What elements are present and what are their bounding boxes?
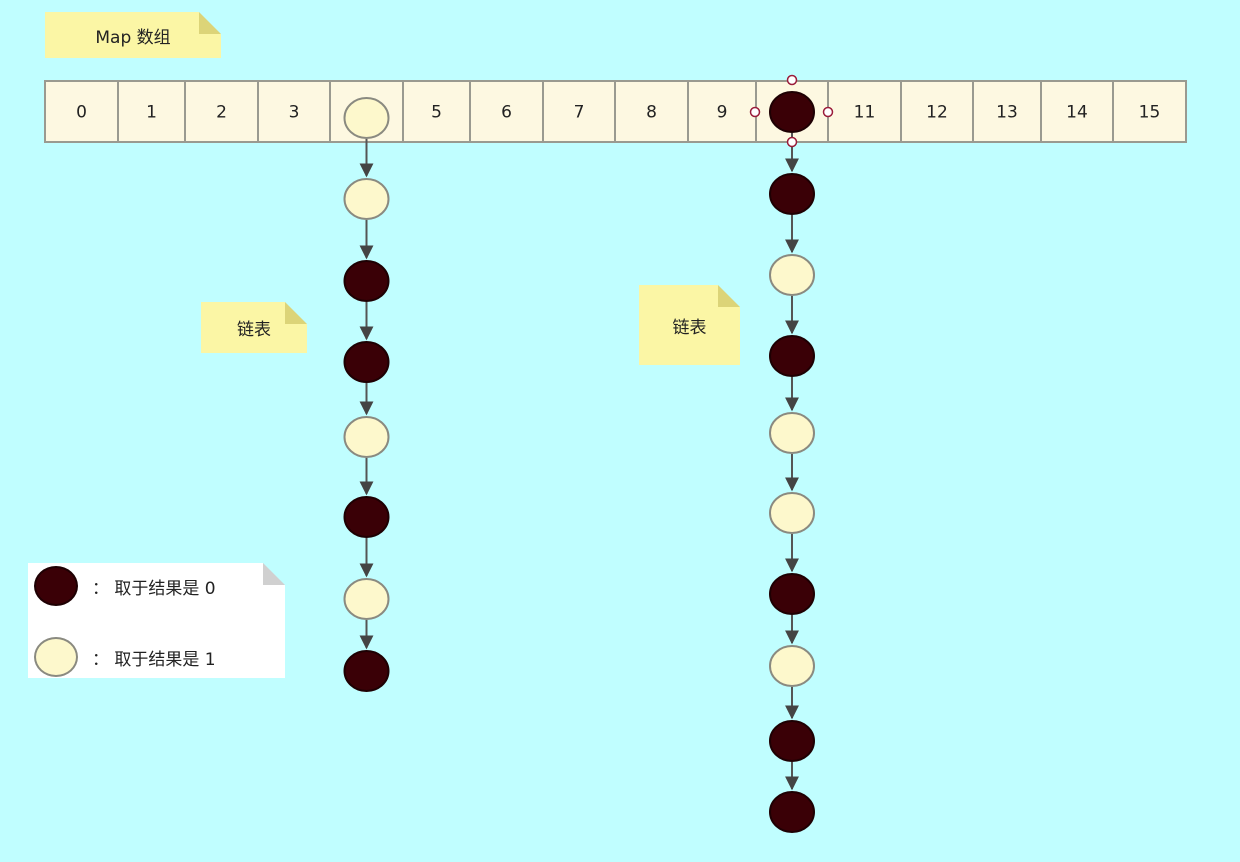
- array-cell-label-11: 11: [854, 103, 876, 123]
- light-node-swatch-icon: [34, 637, 78, 677]
- array-cell-1: [117, 80, 186, 143]
- array-cell-14: [1040, 80, 1114, 143]
- legend-item-0: ： 取于结果是 0: [34, 566, 216, 606]
- array-cell-12: [900, 80, 974, 143]
- selection-handle-3[interactable]: [822, 106, 834, 118]
- note-fold-icon: [718, 285, 740, 307]
- array-cell-label-9: 9: [717, 103, 728, 123]
- chain-0-node-1[interactable]: [343, 178, 390, 220]
- chain-layer: [343, 91, 815, 833]
- array-cell-label-13: 13: [996, 103, 1018, 123]
- array-cell-3: [257, 80, 331, 143]
- dark-node-swatch-icon: [34, 566, 78, 606]
- chain-0-node-3[interactable]: [343, 341, 390, 383]
- array-cell-13: [972, 80, 1042, 143]
- chain-0-node-5[interactable]: [343, 496, 390, 538]
- chain-note-left-label: 链表: [237, 320, 271, 340]
- chain-1-node-4[interactable]: [769, 412, 815, 454]
- chain-note-right: 链表: [639, 285, 740, 365]
- array-cell-7: [542, 80, 616, 143]
- chain-0-node-7[interactable]: [343, 650, 390, 692]
- array-cell-15: [1112, 80, 1187, 143]
- note-fold-icon: [263, 563, 285, 585]
- chain-1-node-1[interactable]: [769, 173, 815, 215]
- selection-handle-2[interactable]: [749, 106, 761, 118]
- note-fold-icon: [285, 302, 307, 324]
- map-array-note-label: Map 数组: [95, 27, 171, 48]
- selection-handle-0[interactable]: [786, 74, 798, 86]
- array-cell-label-0: 0: [76, 103, 87, 123]
- array-cell-label-8: 8: [646, 103, 657, 123]
- chain-note-right-label: 链表: [672, 317, 707, 338]
- array-cell-6: [469, 80, 544, 143]
- chain-1-node-3[interactable]: [769, 335, 815, 377]
- legend-item-1-text: ： 取于结果是 1: [92, 649, 216, 670]
- array-cell-label-3: 3: [289, 103, 300, 123]
- chain-1-node-6[interactable]: [769, 573, 815, 615]
- map-array-note: Map 数组: [45, 12, 221, 58]
- chain-0-node-0[interactable]: [343, 97, 390, 139]
- selection-handle-1[interactable]: [786, 136, 798, 148]
- legend-item-1: ： 取于结果是 1: [34, 637, 216, 677]
- array-cell-label-15: 15: [1139, 103, 1161, 123]
- array-cell-label-2: 2: [216, 103, 227, 123]
- selection-handles: [749, 74, 834, 148]
- array-cell-5: [402, 80, 471, 143]
- array-cell-9: [687, 80, 757, 143]
- chain-note-left: 链表: [201, 302, 307, 353]
- chain-0-node-6[interactable]: [343, 578, 390, 620]
- array-cell-label-7: 7: [574, 103, 585, 123]
- array-cell-label-14: 14: [1066, 103, 1088, 123]
- chain-0-node-2[interactable]: [343, 260, 390, 302]
- chain-1-node-5[interactable]: [769, 492, 815, 534]
- legend-item-0-text: ： 取于结果是 0: [92, 578, 216, 599]
- chain-1-node-9[interactable]: [769, 791, 815, 833]
- array-cell-label-1: 1: [146, 103, 157, 123]
- chain-1-node-8[interactable]: [769, 720, 815, 762]
- array-cell-8: [614, 80, 689, 143]
- legend: ： 取于结果是 0 ： 取于结果是 1: [28, 563, 285, 678]
- array-cell-label-5: 5: [431, 103, 442, 123]
- chain-1-node-7[interactable]: [769, 645, 815, 687]
- chain-0-node-4[interactable]: [343, 416, 390, 458]
- array-cell-2: [184, 80, 259, 143]
- array-cell-label-6: 6: [501, 103, 512, 123]
- chain-1-node-2[interactable]: [769, 254, 815, 296]
- note-fold-icon: [199, 12, 221, 34]
- array-cell-label-12: 12: [926, 103, 948, 123]
- chain-1-node-0[interactable]: [769, 91, 815, 133]
